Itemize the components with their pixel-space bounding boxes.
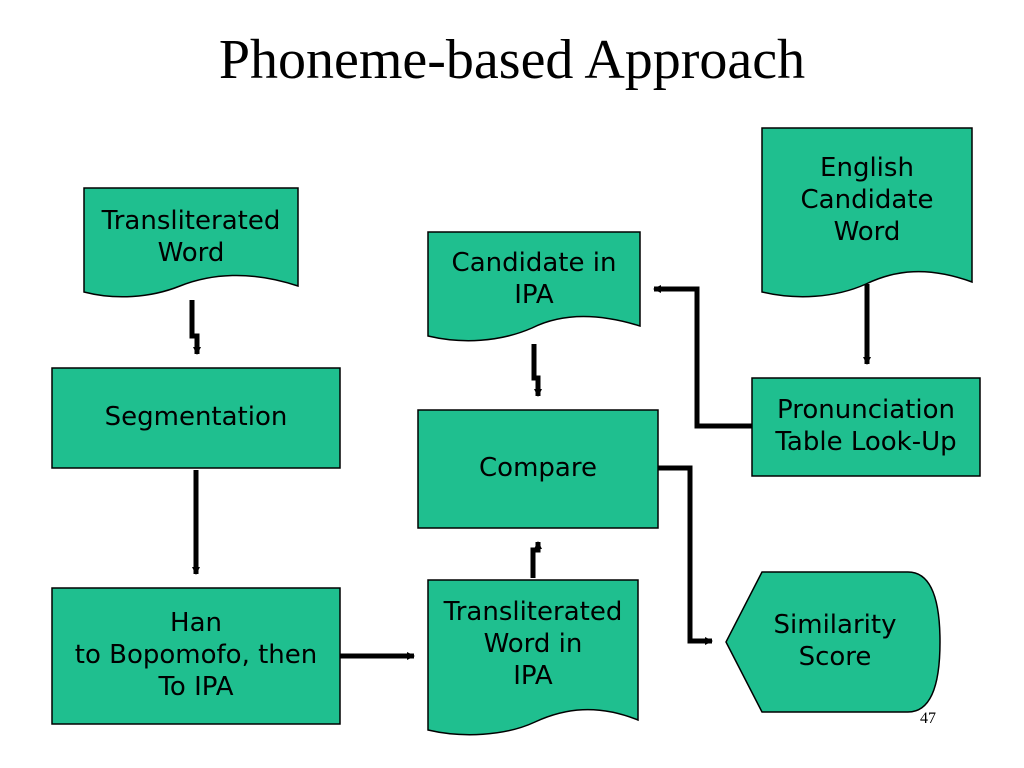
english-candidate-word-node: English Candidate Word (800, 153, 934, 247)
candidate-in-ipa-node: Candidate in IPA (451, 248, 617, 310)
slide-number: 47 (920, 710, 936, 727)
arrow-compare-to-similarity (658, 465, 713, 645)
arrow-lookup-to-candidate (653, 285, 752, 429)
transliterated-word-ipa-node: Transliterated Word in IPA (443, 597, 623, 691)
transliterated-word-node: Transliterated Word (101, 206, 281, 268)
slide-title: Phoneme-based Approach (218, 29, 806, 91)
compare-node: Compare (479, 453, 597, 484)
arrow-transliterated-ipa-to-compare (530, 541, 542, 578)
segmentation-node: Segmentation (104, 402, 288, 433)
pronunciation-lookup-shape (751, 377, 981, 477)
han-to-ipa-node: Han to Bopomofo, then To IPA (74, 608, 318, 702)
arrow-transliterated-to-segmentation (189, 300, 201, 355)
compare-shape (417, 409, 659, 529)
han-to-ipa-shape (51, 587, 341, 725)
arrow-candidate-to-compare (531, 344, 542, 397)
english-candidate-word-shape (761, 127, 973, 298)
transliterated-word-ipa-shape (427, 579, 639, 736)
similarity-score-node: Similarity Score (773, 610, 897, 672)
pronunciation-lookup-node: Pronunciation Table Look-Up (775, 395, 957, 457)
similarity-score-shape (725, 571, 941, 713)
candidate-in-ipa-shape (427, 231, 641, 342)
transliterated-word-shape (83, 187, 299, 298)
segmentation-shape (51, 367, 341, 469)
